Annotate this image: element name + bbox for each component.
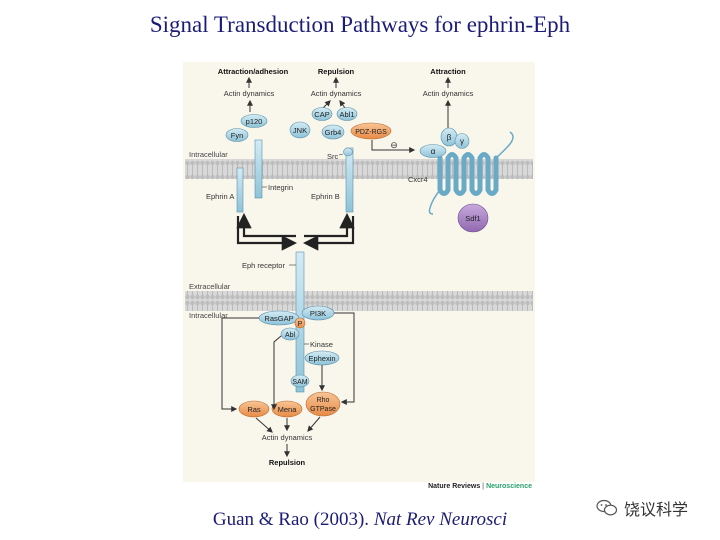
arrow-ephrin-a-to-eph (236, 216, 298, 251)
pi3k-label: PI3K (310, 309, 326, 318)
arrow-cap-to-actin (322, 100, 331, 109)
actin-dynamics-middle: Actin dynamics (311, 89, 362, 98)
journal-name: Nature Reviews (428, 483, 480, 490)
outcome-repulsion-top: Repulsion (318, 67, 355, 76)
label-extracellular: Extracellular (189, 282, 231, 291)
cap-label: CAP (314, 110, 329, 119)
arrow-pi3k-to-rho (334, 312, 355, 405)
actin-dynamics-right: Actin dynamics (423, 89, 474, 98)
outcome-attraction: Attraction (430, 67, 466, 76)
arrow-eph-to-ephrin-a (236, 212, 296, 238)
grb4-label: Grb4 (325, 128, 342, 137)
pdz-rgs-label: PDZ-RGS (355, 129, 387, 136)
sam-label: SAM (292, 379, 307, 386)
inhibition-arrow (371, 140, 416, 153)
grb4-protein (321, 124, 345, 140)
actin-dynamics-bottom: Actin dynamics (262, 433, 313, 442)
arrow-ras-to-actin (255, 417, 273, 433)
g-beta-label: β (447, 133, 452, 142)
label-intracellular-bottom: Intracellular (189, 311, 228, 320)
p120-label: p120 (246, 117, 263, 126)
outcome-repulsion-bottom: Repulsion (269, 458, 306, 467)
wechat-icon (596, 499, 618, 516)
arrow-rasgap-to-ras (221, 317, 259, 412)
p120-protein (240, 114, 268, 128)
jnk-protein (289, 121, 311, 139)
label-kinase: Kinase (310, 340, 333, 349)
abl-protein (280, 327, 300, 341)
abl1-label: Abl1 (339, 110, 354, 119)
arrow-ephrin-b-to-eph (302, 216, 355, 251)
gtpase-label: GTPase (310, 406, 336, 413)
ras-label: Ras (247, 405, 261, 414)
citation: Guan & Rao (2003). Nat Rev Neurosci (0, 509, 720, 531)
ras-protein (238, 400, 270, 418)
g-alpha-protein (419, 144, 447, 158)
g-gamma-protein (454, 133, 470, 149)
mena-label: Mena (278, 405, 298, 414)
label-ephrin-a: Ephrin A (206, 192, 234, 201)
rho-label: Rho (317, 397, 330, 404)
arrow-abl1-to-actin (339, 100, 346, 109)
label-src: Src (327, 152, 339, 161)
sdf1-protein (457, 203, 489, 233)
journal-credit: Nature Reviews | Neuroscience (428, 483, 532, 490)
phospho-label: P (298, 321, 303, 328)
citation-authors: Guan & Rao (2003). (212, 509, 374, 530)
label-cxcr4: Cxcr4 (408, 175, 428, 184)
arrow-eph-to-ephrin-b (304, 212, 355, 238)
citation-journal: Nat Rev Neurosci (373, 509, 508, 530)
cxcr4-n-terminal (428, 189, 441, 215)
fyn-label: Fyn (231, 131, 244, 140)
actin-dynamics-left: Actin dynamics (224, 89, 275, 98)
src-protein (343, 147, 353, 157)
phospho-site (294, 317, 306, 329)
middle-membrane (185, 291, 533, 311)
jnk-label: JNK (293, 126, 307, 135)
cap-protein (311, 107, 333, 121)
watermark: 饶议科学 (596, 496, 688, 520)
abl-label: Abl (285, 332, 296, 339)
label-intracellular-top: Intracellular (189, 150, 228, 159)
ephrin-a-bar (236, 167, 244, 213)
journal-section: Neuroscience (486, 483, 532, 490)
pdz-rgs-protein (350, 122, 392, 140)
g-gamma-label: γ (460, 137, 464, 146)
slide-title: Signal Transduction Pathways for ephrin-… (149, 12, 571, 37)
label-eph-receptor: Eph receptor (242, 261, 285, 270)
sdf1-label: Sdf1 (465, 214, 480, 223)
abl1-protein (336, 107, 358, 121)
rasgap-label: RasGAP (264, 314, 293, 323)
inhibit-symbol: ⊖ (390, 140, 398, 150)
ephexin-label: Ephexin (308, 354, 335, 363)
arrow-abl-to-mena (271, 335, 282, 411)
cxcr4-c-terminal (495, 131, 514, 159)
arrow-rho-to-actin (307, 416, 321, 432)
label-integrin: Integrin (268, 183, 293, 192)
integrin-bar (254, 139, 263, 199)
fyn-protein (225, 128, 249, 142)
sam-domain (290, 374, 310, 388)
watermark-text: 饶议科学 (624, 500, 689, 519)
rho-gtpase-protein (305, 391, 341, 417)
g-alpha-label: α (431, 147, 436, 156)
cxcr4-receptor (437, 152, 499, 196)
journal-separator: | (480, 483, 486, 490)
ephrin-b-bar (345, 147, 354, 213)
outcome-attraction-adhesion: Attraction/adhesion (218, 67, 289, 76)
label-ephrin-b: Ephrin B (311, 192, 340, 201)
